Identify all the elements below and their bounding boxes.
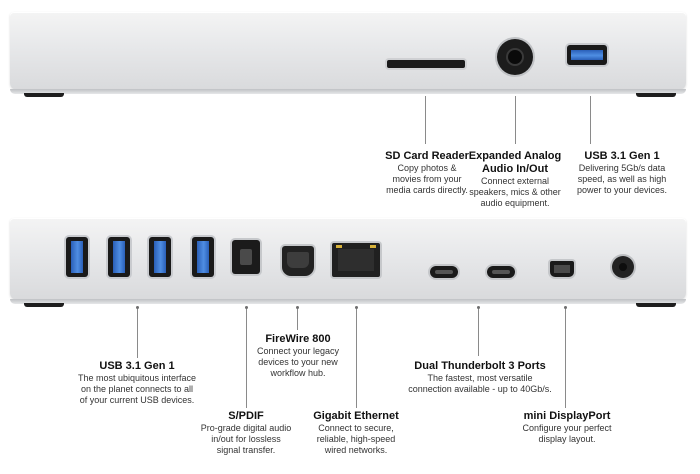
dock-rear-foot-right <box>636 303 676 307</box>
usb-rear-leader-dot <box>136 306 139 309</box>
usb-port-icon <box>149 237 171 277</box>
ethernet-desc-line: reliable, high-speed <box>316 434 396 444</box>
usb-front-desc-line: power to your devices. <box>576 185 668 195</box>
ethernet-leader-dot <box>355 306 358 309</box>
audio-desc-line: Connect external <box>480 176 550 186</box>
dc-power-port-icon <box>612 256 634 278</box>
audio-leader-line <box>515 96 516 144</box>
sd-card-desc-line: Copy photos & <box>397 163 457 173</box>
dock-rear-foot-left <box>24 303 64 307</box>
sd-card-title: SD Card Reader <box>385 150 469 162</box>
usb-rear-title: USB 3.1 Gen 1 <box>99 360 175 372</box>
spdif-title: S/PDIF <box>228 410 264 422</box>
displayport-leader-dot <box>564 306 567 309</box>
usb-front-callout: USB 3.1 Gen 1 Delivering 5Gb/s data spee… <box>560 150 684 196</box>
displayport-desc-line: display layout. <box>538 434 596 444</box>
spdif-leader-dot <box>245 306 248 309</box>
thunderbolt-title: Dual Thunderbolt 3 Ports <box>414 360 546 372</box>
spdif-callout: S/PDIF Pro-grade digital audio in/out fo… <box>194 410 298 456</box>
thunderbolt-leader-dot <box>477 306 480 309</box>
displayport-callout: mini DisplayPort Configure your perfect … <box>515 410 619 445</box>
sd-card-desc-line: media cards directly. <box>386 185 468 195</box>
firewire-desc-line: Connect your legacy <box>256 346 340 356</box>
sd-card-desc-line: movies from your <box>392 174 462 184</box>
audio-jack-icon <box>497 39 533 75</box>
firewire-leader-line <box>297 308 298 330</box>
usb-front-desc-line: Delivering 5Gb/s data <box>578 163 666 173</box>
usb-front-leader-line <box>590 96 591 144</box>
spdif-port-icon <box>232 240 260 274</box>
audio-desc-line: speakers, mics & other <box>469 187 561 197</box>
thunderbolt-port-icon <box>487 266 515 278</box>
ethernet-callout: Gigabit Ethernet Connect to secure, reli… <box>304 410 408 456</box>
spdif-desc-line: signal transfer. <box>216 445 276 455</box>
sd-card-slot-icon <box>387 60 465 68</box>
displayport-leader-line <box>565 308 566 408</box>
ethernet-desc-line: Connect to secure, <box>318 423 394 433</box>
firewire-desc-line: devices to your new <box>258 357 338 367</box>
thunderbolt-desc-line: connection available - up to 40Gb/s. <box>408 384 552 394</box>
firewire-callout: FireWire 800 Connect your legacy devices… <box>246 333 350 379</box>
firewire-desc-line: workflow hub. <box>270 368 326 378</box>
sd-card-callout: SD Card Reader Copy photos & movies from… <box>352 150 502 196</box>
firewire-port-icon <box>282 246 314 276</box>
usb-port-icon <box>567 45 607 65</box>
usb-rear-desc-line: of your current USB devices. <box>79 395 195 405</box>
ethernet-led-icon <box>370 245 376 248</box>
usb-port-icon <box>66 237 88 277</box>
displayport-title: mini DisplayPort <box>523 410 611 422</box>
audio-title-line: Audio In/Out <box>482 163 548 175</box>
sd-card-leader-line <box>425 96 426 144</box>
usb-port-icon <box>192 237 214 277</box>
ethernet-title: Gigabit Ethernet <box>313 410 399 422</box>
mini-displayport-icon <box>550 261 574 277</box>
displayport-desc-line: Configure your perfect <box>522 423 612 433</box>
thunderbolt-desc-line: The fastest, most versatile <box>427 373 533 383</box>
ethernet-desc-line: wired networks. <box>324 445 388 455</box>
usb-front-title: USB 3.1 Gen 1 <box>584 150 660 162</box>
audio-desc-line: audio equipment. <box>480 198 550 208</box>
usb-port-icon <box>108 237 130 277</box>
dock-front-edge <box>10 89 686 94</box>
audio-title-line: Expanded Analog <box>468 150 562 162</box>
spdif-desc-line: Pro-grade digital audio <box>200 423 292 433</box>
ethernet-port-icon <box>332 243 380 277</box>
dock-rear-edge <box>10 299 686 304</box>
usb-rear-desc-line: The most ubiquitous interface <box>77 373 197 383</box>
thunderbolt-port-icon <box>430 266 458 278</box>
thunderbolt-leader-line <box>478 308 479 356</box>
ethernet-leader-line <box>356 308 357 408</box>
spdif-leader-line <box>246 308 247 408</box>
spdif-desc-line: in/out for lossless <box>211 434 281 444</box>
ethernet-led-icon <box>336 245 342 248</box>
usb-rear-callout: USB 3.1 Gen 1 The most ubiquitous interf… <box>62 360 212 406</box>
dock-front-foot-left <box>24 93 64 97</box>
thunderbolt-callout: Dual Thunderbolt 3 Ports The fastest, mo… <box>408 360 552 395</box>
usb-rear-desc-line: on the planet connects to all <box>80 384 194 394</box>
firewire-title: FireWire 800 <box>265 333 331 345</box>
firewire-leader-dot <box>296 306 299 309</box>
audio-callout: Expanded Analog Audio In/Out Connect ext… <box>458 150 572 209</box>
usb-front-desc-line: speed, as well as high <box>577 174 667 184</box>
usb-rear-leader-line <box>137 308 138 358</box>
dock-front-foot-right <box>636 93 676 97</box>
